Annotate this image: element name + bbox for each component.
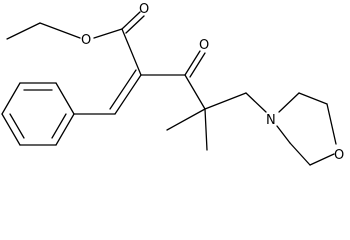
bond-carbonyl-alpha: [121, 28, 142, 76]
bond-ketone-double-o-a: [184, 50, 201, 76]
morpholine-bond-c1-c2: [298, 92, 328, 105]
morpholine-bond-n-c1: [278, 92, 300, 113]
ethyl-group: [6, 22, 81, 40]
bond-carbonyl-double-o-b: [125, 15, 145, 34]
phenyl-bond-6: [55, 113, 75, 146]
bond-quaternary-methyl-2: [204, 108, 208, 151]
ketone-oxygen-label: O: [199, 38, 209, 53]
bond-ketone-quaternary: [184, 74, 206, 110]
ketone-group: O: [140, 38, 209, 110]
morpholine-ring: N O: [266, 92, 344, 166]
phenyl-inner-double-2: [9, 113, 25, 139]
ester-carbonyl-oxygen-label: O: [139, 2, 149, 17]
morpholine-nitrogen-label: N: [266, 113, 276, 128]
bond-alpha-vinyl-a: [114, 74, 142, 115]
ester-oxygen-label: O: [81, 33, 91, 48]
bond-ketone-double-o-b: [189, 52, 206, 78]
morpholine-bond-c3-c4: [289, 142, 311, 166]
phenyl-bond-1: [55, 82, 75, 115]
phenyl-ring: [1, 82, 75, 146]
bond-carbonyl-double-o-a: [121, 11, 141, 30]
morpholine-bond-o-c3: [309, 153, 335, 166]
chemical-structure-diagram: O O O N: [1, 2, 344, 166]
bond-ch2-o: [39, 22, 81, 39]
bond-quaternary-methyl-1: [166, 108, 206, 131]
gem-dimethyl-group: [166, 92, 247, 151]
bond-o-carbonyl: [93, 28, 123, 39]
morpholine-bond-c4-n: [276, 125, 291, 144]
bond-ch3-ch2: [6, 22, 41, 40]
phenyl-bond-3: [1, 82, 21, 115]
bond-quaternary-ch2: [204, 92, 247, 110]
morpholine-oxygen-label: O: [334, 148, 344, 163]
bond-alpha-vinyl-b: [109, 69, 137, 110]
phenyl-bond-4: [1, 113, 21, 146]
morpholine-bond-c2-o: [326, 103, 337, 145]
bond-ch2-nitrogen: [245, 92, 267, 113]
ester-group: O O: [81, 2, 149, 76]
benzylidene-group: [73, 69, 142, 115]
phenyl-inner-double-3: [51, 113, 67, 139]
